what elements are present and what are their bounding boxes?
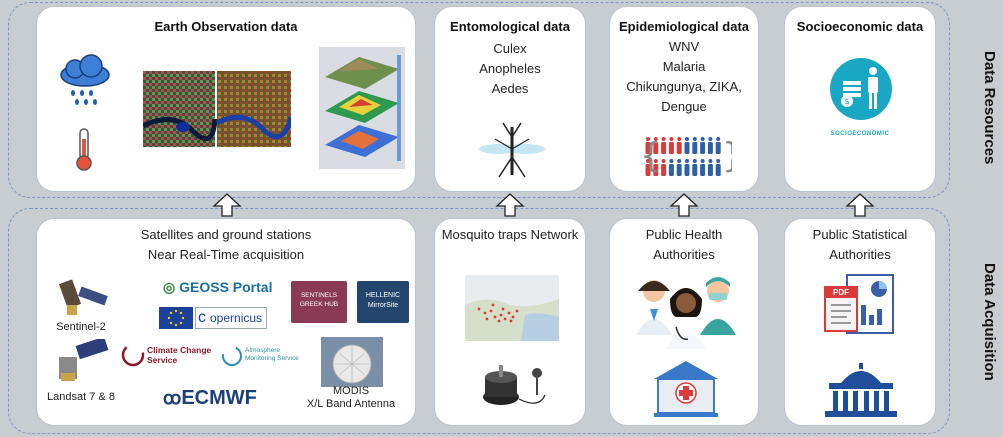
atmosphere-monitoring-text: Atmosphere Monitoring Service [245,347,299,362]
geoss-portal-text: GEOSS Portal [179,279,273,295]
public-statistical-card: Public Statistical Authorities PDF [784,218,936,426]
sentinels-greek-hub-text: SENTINELS GREEK HUB [299,292,339,308]
trap-network-map [465,275,559,341]
atmosphere-monitoring-logo: Atmosphere Monitoring Service [221,346,311,366]
satellites-card: Satellites and ground stations Near Real… [36,218,416,426]
ecmwf-mark-icon: ꝏ [163,388,182,408]
public-statistical-lines: Public Statistical Authorities [785,225,935,265]
list-item: Culex [493,41,527,56]
earth-observation-card: Earth Observation data [36,6,416,192]
satellite-imagery [143,71,291,147]
list-item: Mosquito traps Network [441,227,579,242]
eu-flag-icon [159,307,193,329]
list-item: Public Statistical [812,227,908,242]
statistics-report-icon [824,274,894,334]
terrain-3d-maps [319,47,405,169]
ecmwf-text: ECMWF [181,387,257,409]
socioeconomic-card: Socioeconomic data $ SOCIOECONOMIC [784,6,936,192]
thermometer-icon [76,128,92,171]
sentinel-satellite-icon [58,279,108,315]
climate-change-service-logo: Climate Change Service [121,343,219,367]
landsat-satellite-icon [59,339,109,381]
population-people-icon: {} [640,136,732,176]
upward-arrow [495,193,525,217]
data-acquisition-label: Data Acquisition [981,263,998,381]
list-item: Satellites and ground stations [140,227,312,242]
list-item: WNV [668,39,700,54]
hellenic-mirror-site-logo: HELLENIC MirrorSite [357,281,409,323]
rain-cloud-icon [60,54,110,105]
landsat-caption: Landsat 7 & 8 [47,391,115,403]
list-item: Near Real-Time acquisition [147,247,305,262]
svg-text:$: $ [844,97,849,106]
socioeconomic-badge-text: SOCIOECONOMIC [830,131,890,137]
list-item: Public Health [645,227,723,242]
hellenic-mirror-site-text: HELLENIC MirrorSite [365,292,401,309]
upward-arrow [212,193,242,217]
list-item: Chikungunya, ZIKA, [626,79,742,94]
modis-caption-line: X/L Band Antenna [306,398,396,410]
public-health-card: Public Health Authorities [609,218,759,426]
list-item: Dengue [661,99,707,114]
earth-observation-title: Earth Observation data [154,19,298,34]
mosquito-icon [479,122,545,178]
government-building-icon [825,363,897,417]
medical-staff-icon [636,277,736,349]
svg-text:}: } [722,136,732,176]
upward-arrow [845,193,875,217]
list-item: Anopheles [479,61,541,76]
public-health-lines: Public Health Authorities [610,225,758,265]
climate-change-service-text: Climate Change Service [147,345,212,365]
entomological-list: Culex Anopheles Aedes [435,39,585,99]
pdf-label: PDF [833,288,849,297]
modis-caption-line: MODIS [332,385,370,397]
list-item: Authorities [829,247,891,262]
copernicus-text: opernicus [210,311,263,325]
weather-icons [60,54,110,171]
epidemiological-list: WNV Malaria Chikungunya, ZIKA, Dengue [610,37,758,117]
satellites-lines: Satellites and ground stations Near Real… [37,225,415,265]
socioeconomic-icon: $ [830,58,892,120]
mosquito-traps-card: Mosquito traps Network [434,218,586,426]
data-resources-band [8,2,950,198]
entomological-card: Entomological data Culex Anopheles Aedes [434,6,586,192]
sentinels-greek-hub-logo: SENTINELS GREEK HUB [291,281,347,323]
upward-arrow [669,193,699,217]
list-item: Aedes [491,81,529,96]
mosquito-trap-device-icon [483,365,546,405]
entomological-title: Entomological data [450,19,570,34]
svg-text:{: { [640,136,662,176]
modis-antenna-icon [321,337,383,387]
epidemiological-title: Epidemiological data [618,19,750,34]
list-item: Malaria [662,59,706,74]
hospital-icon [654,361,718,417]
socioeconomic-title: Socioeconomic data [796,19,924,34]
epidemiological-card: Epidemiological data WNV Malaria Chikung… [609,6,759,192]
mosquito-traps-lines: Mosquito traps Network [435,225,585,245]
ecmwf-logo: ꝏECMWF [163,387,257,410]
data-resources-label: Data Resources [981,51,998,165]
list-item: Authorities [653,247,715,262]
modis-caption: MODIS X/L Band Antenna [295,385,407,411]
geoss-portal-logo: ◎ GEOSS Portal [163,279,273,295]
sentinel-2-caption: Sentinel-2 [56,321,106,333]
data-acquisition-band [8,208,950,434]
